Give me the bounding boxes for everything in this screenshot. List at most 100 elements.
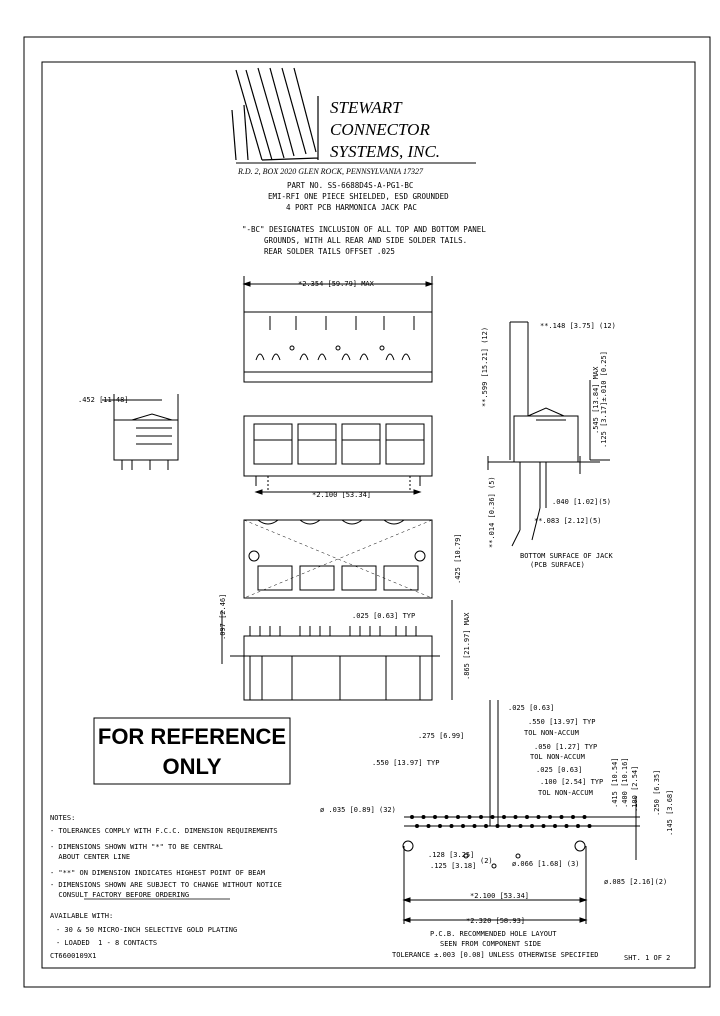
front-view	[243, 415, 433, 495]
pcb-hole	[444, 815, 449, 819]
pcb-hole	[410, 815, 414, 819]
pcb-hole	[530, 824, 534, 828]
pcb-tol-non-accum-1: TOL NON-ACCUM	[524, 729, 579, 737]
company-line3: SYSTEMS, INC.	[330, 142, 440, 161]
dim-d125: .125 [3.17]±.010 [0.25]	[600, 351, 608, 448]
pcb-hole	[559, 815, 564, 819]
pcb-d128-qty: (2)	[480, 857, 493, 865]
dim-d097: .097 [2.46]	[219, 594, 227, 640]
pcb-d100: .100 [2.54]	[631, 766, 639, 812]
dim-side-depth: .452 [11.48]	[78, 396, 129, 404]
pcb-hole-row	[410, 815, 592, 828]
available-item: - LOADED 1 - 8 CONTACTS	[56, 939, 157, 947]
pcb-hole	[576, 824, 580, 828]
dim-d865: .865 [21.97] MAX	[463, 612, 471, 680]
note-item: ABOUT CENTER LINE	[50, 853, 130, 861]
pcb-d415: .415 [10.54]	[611, 757, 619, 808]
outer-border	[23, 36, 711, 988]
reference-line1: FOR REFERENCE	[98, 724, 286, 749]
bottom-surface-label: BOTTOM SURFACE OF JACK	[520, 552, 614, 560]
pcb-d2100: *2.100 [53.34]	[470, 892, 529, 900]
note-item: - DIMENSIONS SHOWN WITH "*" TO BE CENTRA…	[50, 843, 223, 851]
pcb-d025b: .025 [0.63]	[536, 766, 582, 774]
dim-d025typ: .025 [0.63] TYP	[352, 612, 415, 620]
pcb-d250: .250 [6.35]	[653, 770, 661, 816]
pcb-hole	[456, 815, 460, 819]
pcb-hole066: ø.066 [1.68] (3)	[512, 860, 579, 868]
pcb-hole	[513, 815, 518, 819]
rear-view	[221, 600, 453, 701]
pcb-d550typ: .550 [13.97] TYP	[528, 718, 595, 726]
pcb-hole	[553, 824, 557, 828]
available-item: - 30 & 50 MICRO-INCH SELECTIVE GOLD PLAT…	[56, 926, 237, 934]
bottom-view	[243, 519, 433, 599]
pcb-caption1: P.C.B. RECOMMENDED HOLE LAYOUT	[430, 930, 557, 938]
dim-d545: .545 [13.84] MAX	[592, 366, 600, 434]
pcb-hole	[536, 815, 541, 819]
pcb-hole	[461, 824, 465, 828]
inner-border	[41, 61, 696, 969]
pcb-hole	[484, 824, 488, 828]
bc-note-line2: GROUNDS, WITH ALL REAR AND SIDE SOLDER T…	[264, 236, 467, 245]
notes-heading: NOTES:	[50, 814, 75, 822]
pcb-d2320: *2.320 [58.93]	[466, 917, 525, 925]
pcb-hole	[433, 815, 437, 819]
pcb-hole	[507, 824, 511, 828]
dim-front-pitch: *2.100 [53.34]	[312, 491, 371, 499]
pcb-d025: .025 [0.63]	[508, 704, 554, 712]
pcb-hole	[518, 824, 523, 828]
dim-d148: **.148 [3.75] (12)	[540, 322, 616, 330]
pcb-hole085: ø.085 [2.16](2)	[604, 878, 667, 886]
note-item: - "**" ON DIMENSION INDICATES HIGHEST PO…	[50, 869, 265, 877]
drawing-number: CT6600109X1	[50, 952, 96, 960]
company-line1: STEWART	[330, 98, 403, 117]
company-line2: CONNECTOR	[330, 120, 430, 139]
dim-d599: **.599 [15.21] (12)	[481, 327, 489, 407]
dim-d040: .040 [1.02](5)	[552, 498, 611, 506]
pcb-hole	[472, 824, 477, 828]
pcb-d050typ: .050 [1.27] TYP	[534, 743, 597, 751]
pcb-d100typ: .100 [2.54] TYP	[540, 778, 603, 786]
profile-view	[487, 321, 610, 547]
top-view	[242, 276, 434, 383]
pcb-hole	[490, 815, 495, 819]
pcb-hole	[541, 824, 546, 828]
stewart-logo	[231, 67, 319, 161]
pcb-hole	[415, 824, 419, 828]
pcb-hole	[438, 824, 442, 828]
company-address: R.D. 2, BOX 2020 GLEN ROCK, PENNSYLVANIA…	[237, 167, 424, 176]
pcb-caption2: SEEN FROM COMPONENT SIDE	[440, 940, 541, 948]
pcb-tolerance: TOLERANCE ±.003 [0.08] UNLESS OTHERWISE …	[392, 951, 599, 959]
pcb-hole	[421, 815, 426, 819]
note-item: CONSULT FACTORY BEFORE ORDERING	[50, 891, 189, 899]
pcb-tol-non-accum-2: TOL NON-ACCUM	[538, 789, 593, 797]
pcb-hole	[502, 815, 506, 819]
pcb-hole	[571, 815, 575, 819]
pcb-hole	[582, 815, 587, 819]
dim-d014: **.014 [0.36] (5)	[488, 476, 496, 548]
pcb-hole	[587, 824, 592, 828]
pcb-surface-label: (PCB SURFACE)	[530, 561, 585, 569]
part-number: PART NO. SS-6688D4S-A-PG1-BC	[287, 181, 413, 190]
bc-note-line1: "-BC" DESIGNATES INCLUSION OF ALL TOP AN…	[242, 225, 486, 234]
sheet-number: SHT. 1 OF 2	[624, 954, 670, 962]
reference-box	[93, 717, 291, 785]
part-desc2: 4 PORT PCB HARMONICA JACK PAC	[286, 203, 417, 212]
reference-line2: ONLY	[162, 754, 221, 779]
pcb-hole	[525, 815, 529, 819]
note-item: - TOLERANCES COMPLY WITH F.C.C. DIMENSIO…	[50, 827, 278, 835]
pcb-hole035: ø .035 [0.89] (32)	[320, 806, 396, 814]
pcb-hole	[548, 815, 552, 819]
dim-max-width: *2.354 [59.79] MAX	[298, 280, 375, 288]
available-heading: AVAILABLE WITH:	[50, 912, 113, 920]
pcb-d125: .125 [3.18]	[430, 862, 476, 870]
pcb-d550typ-left: .550 [13.97] TYP	[372, 759, 439, 767]
pcb-hole	[426, 824, 431, 828]
pcb-hole	[564, 824, 569, 828]
note-item: - DIMENSIONS SHOWN ARE SUBJECT TO CHANGE…	[50, 881, 282, 889]
pcb-hole	[467, 815, 472, 819]
dim-d083: **.083 [2.12](5)	[534, 517, 601, 525]
pcb-d128: .128 [3.25]	[428, 851, 474, 859]
